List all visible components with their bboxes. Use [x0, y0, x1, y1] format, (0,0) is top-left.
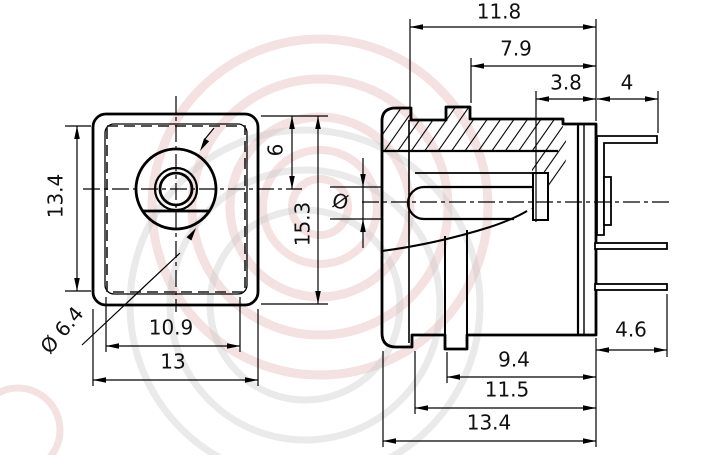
- dim-front-total-height: 15.3: [261, 116, 328, 305]
- dim-side-total-length: 13.4: [382, 351, 596, 447]
- dim-label-6-4-diameter: Ø 6.4: [35, 302, 88, 359]
- dim-label-11-8: 11.8: [477, 0, 522, 24]
- watermark-logo: [0, 34, 493, 455]
- top-bent-terminal: [596, 135, 658, 236]
- dim-label-6: 6: [264, 144, 288, 157]
- dim-side-pin-length: 4.6: [596, 294, 668, 357]
- dim-label-diameter-symbol: Ø: [330, 188, 351, 215]
- middle-pin: [594, 242, 668, 250]
- side-view-section: [362, 105, 672, 351]
- dim-label-7-9: 7.9: [500, 37, 532, 61]
- pin-cavity-slot: [406, 185, 533, 221]
- dim-side-tab-to-back: 7.9: [470, 37, 596, 103]
- dim-label-11-5: 11.5: [485, 378, 530, 402]
- dim-side-body-top-width: 11.8: [409, 0, 597, 121]
- section-break-line: [381, 210, 528, 252]
- dim-label-9-4: 9.4: [498, 348, 530, 372]
- dim-side-contact-to-back: 3.8: [535, 71, 596, 222]
- dim-front-inner-width: 10.9: [105, 297, 241, 352]
- dim-label-13: 13: [160, 350, 185, 374]
- dim-side-center-hole-diameter: Ø: [330, 158, 382, 248]
- front-view: [83, 96, 302, 312]
- dim-label-3-8: 3.8: [550, 71, 582, 95]
- dim-side-flange-to-back: 11.5: [414, 351, 596, 414]
- dim-label-4: 4: [621, 71, 634, 95]
- dim-label-10-9: 10.9: [149, 316, 194, 340]
- dim-front-total-width: 13: [92, 309, 259, 386]
- dim-label-13-4-length: 13.4: [467, 411, 512, 435]
- lower-pin: [594, 283, 668, 291]
- dim-side-step-to-back: 9.4: [446, 338, 597, 447]
- contact-block: [532, 172, 549, 221]
- dim-label-15-3: 15.3: [291, 202, 315, 247]
- dim-side-top-pin-length: 4: [597, 71, 659, 133]
- dim-label-4-6: 4.6: [615, 318, 647, 342]
- dim-front-inner-height: 13.4: [44, 125, 91, 292]
- dim-front-top-to-center: 6: [261, 115, 328, 189]
- dim-label-13-4-height: 13.4: [44, 174, 68, 219]
- section-hatch-area: [383, 107, 567, 211]
- center-contact-tab: [603, 176, 612, 226]
- side-body-outline: [380, 105, 598, 351]
